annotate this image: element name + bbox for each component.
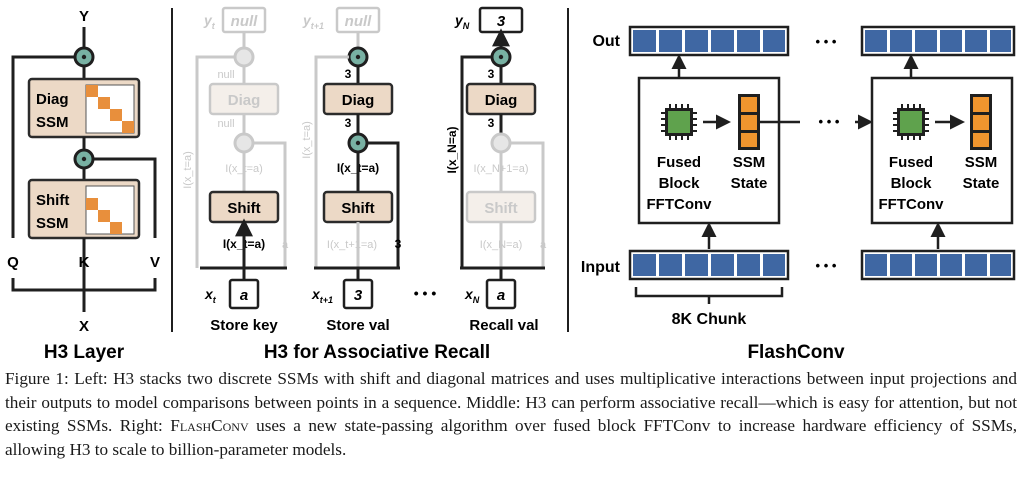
recall-col2-input-value: 3 bbox=[354, 287, 363, 304]
figure-h3: Y Diag SSM bbox=[7, 6, 1016, 363]
block1-fused: Fused bbox=[657, 154, 701, 171]
h3-q-label: Q bbox=[7, 254, 19, 271]
flashconv-input-ellipsis: • • • bbox=[816, 258, 837, 273]
recall-col2-mid-label: 3 bbox=[345, 116, 352, 130]
chip-icon bbox=[661, 104, 697, 140]
flashconv-title: FlashConv bbox=[747, 342, 845, 363]
recall-col2-input-var: xt+1 bbox=[311, 286, 333, 305]
h3-k-label: K bbox=[79, 254, 90, 271]
recall-col1-top-label: null bbox=[217, 69, 234, 81]
recall-col1-caption: Store key bbox=[210, 317, 278, 334]
caption-suffix: uses a new state-passing algorithm over … bbox=[5, 416, 1017, 459]
h3-shift-ssm-label: SSM bbox=[36, 215, 69, 232]
recall-col2-output-value: null bbox=[345, 13, 372, 30]
recall-col3-shift: Shift bbox=[484, 200, 517, 217]
h3-diag-label: Diag bbox=[36, 91, 69, 108]
input-row-1 bbox=[628, 249, 790, 281]
recall-col2-v-label: 3 bbox=[395, 237, 402, 251]
fused-block-2: Fused Block FFTConv SSM State bbox=[870, 76, 1014, 225]
chunk-bracket bbox=[634, 287, 784, 298]
ssm-state-icon bbox=[738, 94, 760, 150]
recall-col3-left-indicator: I(x_N=a) bbox=[445, 126, 459, 173]
block1-ssm: SSM bbox=[733, 154, 766, 171]
h3-mid-gate bbox=[73, 148, 95, 170]
caption-prefix: Figure 1: Left: H3 stacks two discrete S… bbox=[5, 369, 1017, 435]
flashconv-chunk-label: 8K Chunk bbox=[672, 311, 747, 328]
caption-flashconv: FlashConv bbox=[170, 416, 249, 435]
recall-column-recall-val: yN 3 3 Diag 3 I(x_N+1=a) I(x_N=a) Shift … bbox=[445, 6, 547, 334]
recall-col1-diag: Diag bbox=[228, 92, 261, 109]
recall-col2-caption: Store val bbox=[326, 317, 389, 334]
out-row-2 bbox=[860, 25, 1016, 57]
recall-col1-mid-label: null bbox=[217, 118, 234, 130]
flashconv-panel: Out Input • • • bbox=[581, 25, 1016, 363]
recall-col2-diag: Diag bbox=[342, 92, 375, 109]
h3-diag-ssm-label: SSM bbox=[36, 114, 69, 131]
recall-col2-output-var: yt+1 bbox=[302, 12, 324, 31]
block2-block: Block bbox=[891, 175, 933, 192]
recall-col3-input-value: a bbox=[497, 287, 505, 304]
block1-state: State bbox=[731, 175, 768, 192]
recall-ellipsis: • • • bbox=[414, 285, 437, 301]
h3-input-label: X bbox=[79, 318, 89, 335]
flashconv-state-ellipsis: • • • bbox=[819, 114, 840, 129]
recall-col1-input-value: a bbox=[240, 287, 248, 304]
recall-col3-output-var: yN bbox=[454, 12, 470, 31]
h3-shift-label: Shift bbox=[36, 192, 69, 209]
recall-col2-top-label: 3 bbox=[345, 67, 352, 81]
recall-col1-output-var: yt bbox=[203, 12, 216, 31]
figure-caption: Figure 1: Left: H3 stacks two discrete S… bbox=[5, 367, 1017, 461]
flashconv-out-ellipsis: • • • bbox=[816, 34, 837, 49]
recall-col1-left-indicator: I(x_t=a) bbox=[182, 151, 194, 189]
recall-col3-input-var: xN bbox=[464, 286, 480, 305]
recall-col3-v-label: a bbox=[540, 239, 547, 251]
input-row-2 bbox=[860, 249, 1016, 281]
block1-block: Block bbox=[659, 175, 701, 192]
h3-layer-title: H3 Layer bbox=[44, 342, 125, 363]
recall-col3-diag: Diag bbox=[485, 92, 518, 109]
chip-icon bbox=[893, 104, 929, 140]
h3-layer-panel: Y Diag SSM bbox=[7, 8, 160, 363]
h3-v-label: V bbox=[150, 254, 160, 271]
recall-col1-output-value: null bbox=[231, 13, 258, 30]
recall-col2-shift: Shift bbox=[341, 200, 374, 217]
recall-panel: yt null null Diag null I(x_t=a) I(x_t=a)… bbox=[182, 6, 547, 363]
h3-output-label: Y bbox=[79, 8, 89, 25]
h3-diag-ssm-block: Diag SSM bbox=[27, 77, 141, 139]
h3-shift-ssm-block: Shift SSM bbox=[27, 178, 141, 240]
ssm-state-icon bbox=[970, 94, 992, 150]
block1-fftconv: FFTConv bbox=[647, 196, 713, 213]
recall-column-store-val: yt+1 null 3 Diag 3 I(x_t=a) I(x_t=a) Shi… bbox=[301, 6, 402, 334]
fused-block-1: Fused Block FFTConv SSM State bbox=[637, 76, 781, 225]
recall-col1-v-label: a bbox=[282, 239, 289, 251]
recall-col3-caption: Recall val bbox=[469, 317, 538, 334]
recall-col3-top-label: 3 bbox=[488, 67, 495, 81]
block2-fused: Fused bbox=[889, 154, 933, 171]
recall-col1-shift: Shift bbox=[227, 200, 260, 217]
recall-column-store-key: yt null null Diag null I(x_t=a) I(x_t=a)… bbox=[182, 6, 289, 334]
block2-state: State bbox=[963, 175, 1000, 192]
block2-ssm: SSM bbox=[965, 154, 998, 171]
recall-col2-shift-out: I(x_t+1=a) bbox=[327, 239, 377, 251]
flashconv-input-label: Input bbox=[581, 259, 621, 276]
flashconv-out-label: Out bbox=[592, 33, 620, 50]
recall-col3-mid-label: 3 bbox=[488, 116, 495, 130]
h3-top-gate bbox=[73, 46, 95, 68]
block2-fftconv: FFTConv bbox=[879, 196, 945, 213]
recall-col2-left-indicator: I(x_t=a) bbox=[301, 121, 313, 159]
out-row-1 bbox=[628, 25, 790, 57]
recall-col1-input-var: xt bbox=[204, 286, 217, 305]
recall-title: H3 for Associative Recall bbox=[264, 342, 490, 363]
recall-col3-output-value: 3 bbox=[497, 13, 506, 30]
